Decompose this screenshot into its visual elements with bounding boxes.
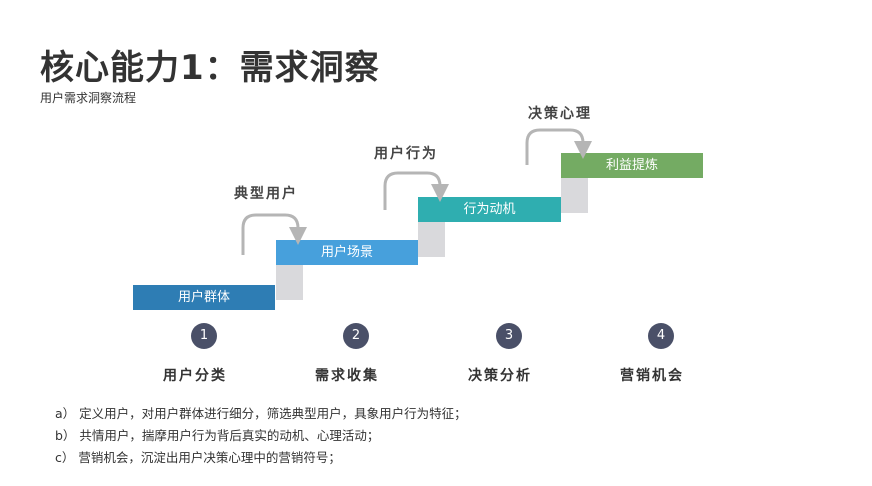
- arrow-label: 典型用户: [234, 186, 298, 202]
- stair-shadow: [418, 222, 445, 257]
- stair-user-group: 用户群体: [133, 285, 275, 310]
- stair-shadow: [276, 265, 303, 300]
- curved-arrow-icon: [241, 213, 307, 255]
- stair-benefit: 利益提炼: [561, 153, 703, 178]
- note-a: a） 定义用户，对用户群体进行细分，筛选典型用户，具象用户行为特征；: [55, 406, 467, 421]
- step-label: 用户分类: [163, 368, 227, 384]
- step-label: 营销机会: [620, 368, 684, 384]
- note-c: c） 营销机会，沉淀出用户决策心理中的营销符号；: [55, 450, 341, 465]
- note-b: b） 共情用户，揣摩用户行为背后真实的动机、心理活动；: [55, 428, 380, 443]
- arrow-label: 决策心理: [528, 106, 592, 122]
- curved-arrow-icon: [525, 128, 592, 165]
- step-number: 1: [191, 323, 217, 349]
- curved-arrow-icon: [383, 171, 449, 210]
- step-number: 3: [496, 323, 522, 349]
- stair-user-scene: 用户场景: [276, 240, 418, 265]
- step-number: 2: [343, 323, 369, 349]
- subtitle: 用户需求洞察流程: [40, 91, 137, 105]
- stair-shadow: [561, 178, 588, 213]
- step-label: 决策分析: [468, 368, 532, 384]
- arrow-label: 用户行为: [374, 146, 438, 162]
- step-label: 需求收集: [315, 368, 379, 384]
- page-title: 核心能力1：需求洞察: [40, 48, 380, 88]
- step-number: 4: [648, 323, 674, 349]
